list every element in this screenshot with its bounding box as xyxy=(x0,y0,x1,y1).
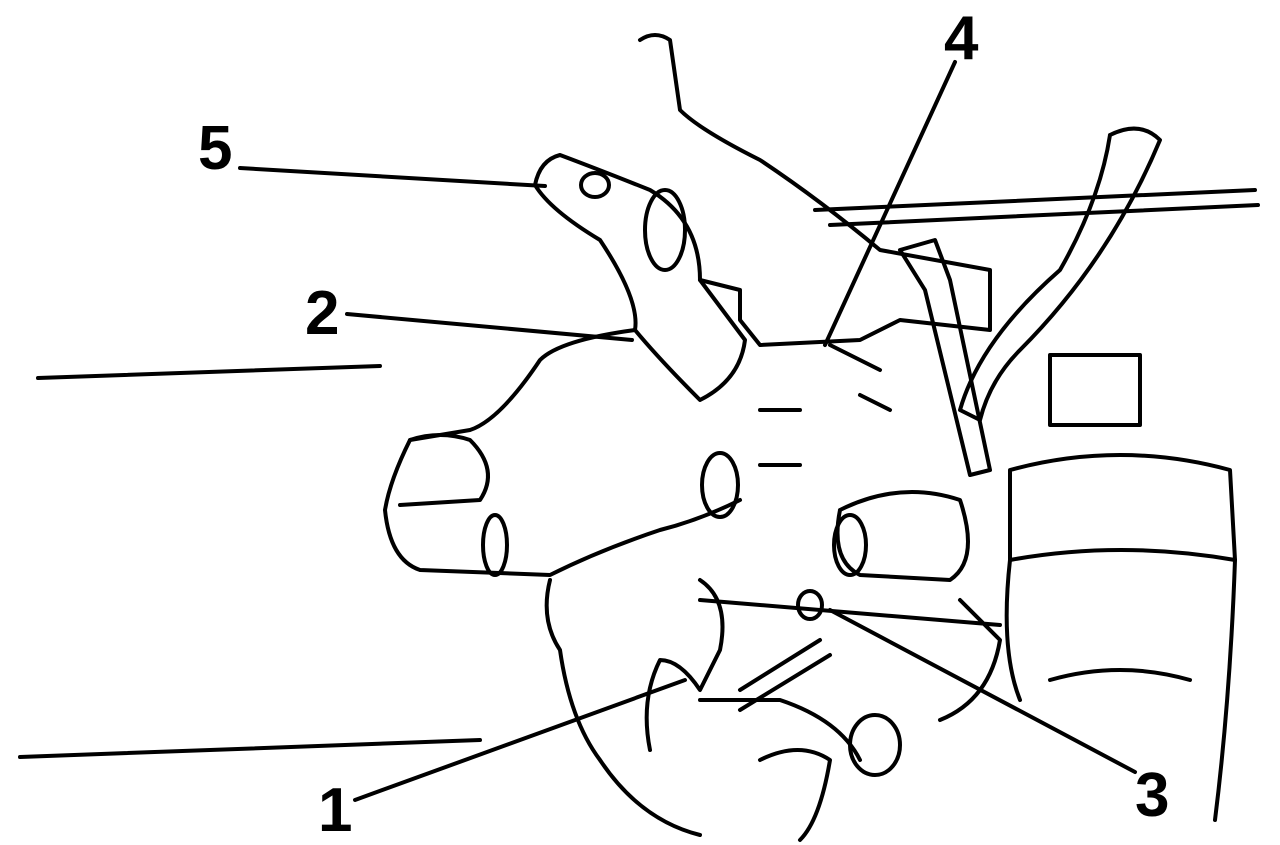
bracket-box xyxy=(1048,353,1142,427)
callout-1: 1 xyxy=(318,776,353,845)
pipe-end xyxy=(700,451,740,519)
leader-line-5 xyxy=(238,166,547,188)
bolt xyxy=(796,589,824,621)
bolt xyxy=(579,171,611,199)
callout-4: 4 xyxy=(944,4,979,73)
lower-housing-detail xyxy=(698,698,862,842)
ground-line xyxy=(36,364,382,380)
linkage xyxy=(698,598,1002,722)
mount-bushing xyxy=(398,433,490,507)
bracket-hole xyxy=(643,188,687,272)
cylinder-band xyxy=(1008,453,1237,562)
ground-line xyxy=(18,738,482,759)
fittings xyxy=(758,343,892,467)
cylinder-mark xyxy=(1048,668,1192,682)
pipe-end xyxy=(832,513,868,577)
upper-bracket xyxy=(533,33,992,347)
engine-mount xyxy=(383,278,747,577)
bolt xyxy=(481,513,509,577)
leader-line-4 xyxy=(823,60,957,347)
callout-3: 3 xyxy=(1135,761,1170,830)
plug xyxy=(848,713,902,777)
hose xyxy=(958,126,1162,422)
leader-line-1 xyxy=(353,678,687,802)
frame-line xyxy=(828,203,1260,227)
leader-line-2 xyxy=(345,312,634,342)
lower-housing xyxy=(544,578,725,837)
callout-2: 2 xyxy=(305,279,340,348)
bracket-arm xyxy=(738,638,832,712)
rod xyxy=(898,238,992,477)
leader-line-3 xyxy=(828,608,1137,774)
pipe-elbow xyxy=(835,490,970,582)
callout-5: 5 xyxy=(198,114,233,183)
cylinder-body xyxy=(1004,558,1237,822)
